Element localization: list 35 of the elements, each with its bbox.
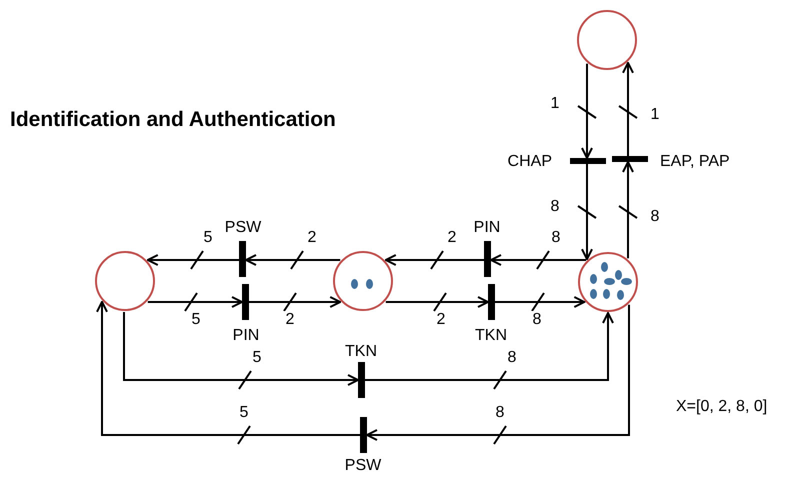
transition-bar <box>358 362 365 398</box>
transition-label: TKN <box>475 327 507 345</box>
transition-label: PIN <box>232 327 260 345</box>
transition-label: CHAP <box>508 153 552 171</box>
arrow <box>249 296 342 308</box>
arrow <box>581 64 593 159</box>
arrow <box>96 300 360 436</box>
transition-label: PSW <box>224 219 262 237</box>
arrow <box>622 62 634 156</box>
arrow <box>622 161 634 258</box>
place-circle <box>95 251 155 311</box>
arrow <box>581 164 593 260</box>
arrow <box>245 254 340 266</box>
arrow <box>495 296 586 308</box>
title: Identification and Authentication <box>10 108 336 132</box>
transition-bar <box>360 417 367 453</box>
transition-bar <box>239 241 246 277</box>
transition-bar <box>242 284 249 320</box>
transition-label: TKN <box>345 343 377 361</box>
arrow <box>366 304 630 441</box>
transition-label: PSW <box>344 457 382 475</box>
transition-bar <box>612 156 648 162</box>
transition-label: PIN <box>474 219 500 237</box>
arrow <box>384 254 484 266</box>
marking-label: X=[0, 2, 8, 0] <box>676 398 768 416</box>
arrow <box>490 254 586 266</box>
arrow <box>386 296 489 308</box>
transition-bar <box>488 284 495 320</box>
transition-bar <box>570 158 606 164</box>
transition-label: EAP, PAP <box>660 153 730 171</box>
arrow <box>146 254 239 266</box>
arrow <box>123 312 359 386</box>
arrow <box>365 312 614 381</box>
transition-bar <box>484 241 491 277</box>
arrow <box>148 296 243 308</box>
